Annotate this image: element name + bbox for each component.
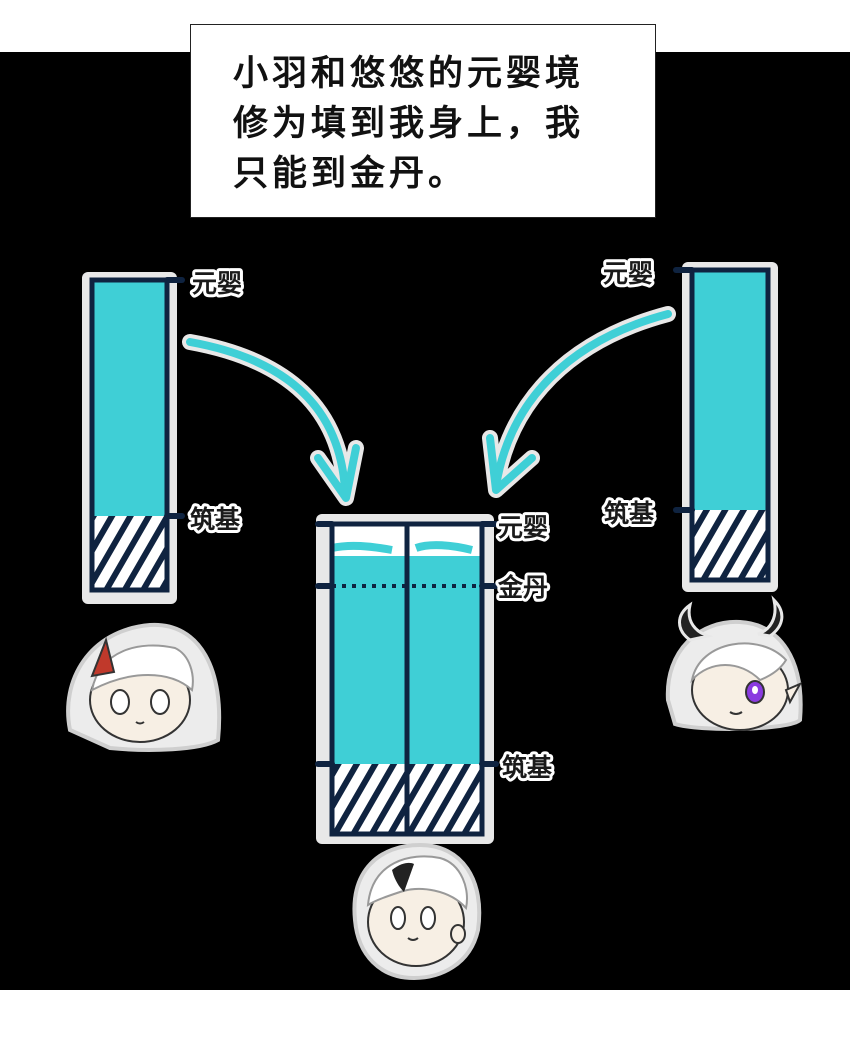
left-character-face-icon: [66, 622, 222, 752]
right-label-top: 元婴: [603, 259, 653, 288]
caption-box: 小羽和悠悠的元婴境 修为填到我身上，我 只能到金丹。: [190, 24, 656, 218]
center-character-face-icon: [352, 842, 482, 981]
center-label-base: 筑基: [502, 753, 552, 782]
left-bar-hatch: [92, 516, 167, 590]
caption-line-2: 修为填到我身上，我: [233, 104, 585, 144]
right-bar-fill: [692, 270, 768, 510]
left-arrow-icon: [182, 334, 364, 506]
right-bar-hatch: [692, 510, 768, 580]
caption-line-3: 只能到金丹。: [233, 154, 468, 194]
center-label-gold: 金丹: [497, 573, 548, 602]
right-label-mid: 筑基: [604, 499, 654, 528]
right-cultivation-bar: [673, 262, 778, 592]
center-cultivation-bar: [315, 514, 499, 844]
caption-line-1: 小羽和悠悠的元婴境: [233, 54, 585, 94]
left-bar-fill: [92, 280, 167, 516]
left-label-top: 元婴: [192, 269, 242, 298]
center-label-top: 元婴: [498, 513, 548, 542]
left-label-mid: 筑基: [190, 505, 240, 534]
right-arrow-icon: [482, 306, 676, 498]
left-cultivation-bar: [82, 272, 185, 604]
right-character-face-icon: [665, 595, 803, 731]
